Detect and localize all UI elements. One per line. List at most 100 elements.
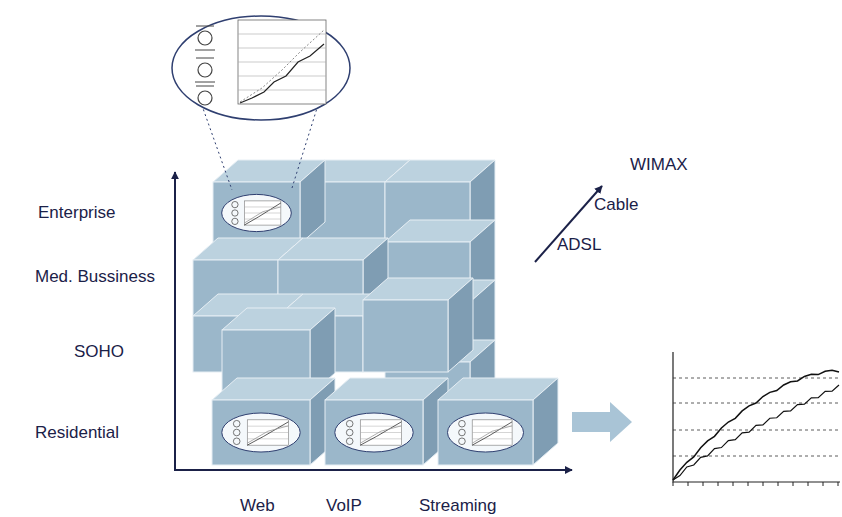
chart-tick <box>703 482 704 486</box>
tier-label: Med. Bussiness <box>35 268 155 285</box>
tier-label: SOHO <box>74 343 124 360</box>
access-label: Cable <box>594 196 638 213</box>
chart-tick <box>688 482 689 486</box>
mini-chart <box>472 420 512 445</box>
person-icon <box>196 58 214 59</box>
access-axis <box>535 186 602 262</box>
chart-grid <box>673 430 840 431</box>
mini-curve <box>472 426 512 443</box>
mini-grid <box>247 432 288 433</box>
cube <box>212 378 335 465</box>
mini-curve <box>472 422 512 445</box>
chart-grid <box>238 90 326 91</box>
cube-side <box>533 378 558 465</box>
mini-grid <box>472 432 512 433</box>
chart-tick <box>748 482 749 486</box>
chart-tick <box>838 482 839 486</box>
block-arrow <box>572 402 632 442</box>
person-icon <box>459 438 466 445</box>
y-axis <box>174 172 176 470</box>
chart-grid <box>238 48 326 49</box>
service-label: Web <box>240 497 275 514</box>
person-icon <box>198 91 212 105</box>
cube <box>385 160 495 242</box>
chart-tick <box>793 482 794 486</box>
callout <box>172 16 350 190</box>
chart-grid <box>238 34 326 35</box>
cube-front <box>325 400 423 465</box>
person-icon <box>195 82 215 83</box>
person-icon <box>346 438 353 445</box>
chart-curve <box>240 44 324 103</box>
person-icon <box>196 26 214 27</box>
person-icon <box>232 201 238 207</box>
cube-front <box>212 400 310 465</box>
chart-curve <box>673 370 839 480</box>
access-label: ADSL <box>557 236 601 253</box>
person-icon <box>233 429 240 436</box>
chart-grid <box>238 62 326 63</box>
chart-curve <box>673 385 839 480</box>
mini-chart <box>244 201 281 225</box>
mini-curve <box>244 207 281 223</box>
icon-ellipse <box>222 413 300 452</box>
cube <box>438 378 558 465</box>
person-icon <box>232 210 238 216</box>
chart-frame <box>238 20 326 104</box>
cube <box>325 378 448 465</box>
person-icon <box>459 420 466 427</box>
result-chart <box>572 352 840 486</box>
cube-front <box>438 400 533 465</box>
icon-ellipse <box>222 194 292 231</box>
chart-axes <box>673 352 840 482</box>
tier-label: Residential <box>35 424 119 441</box>
mini-curve <box>247 426 288 443</box>
leader-line <box>292 105 318 188</box>
chart-tick <box>778 482 779 486</box>
cube-front <box>363 300 448 372</box>
x-axis <box>174 469 572 471</box>
person-icon <box>195 50 215 51</box>
chart-tick <box>733 482 734 486</box>
chart-tick <box>823 482 824 486</box>
mini-curve <box>244 203 281 225</box>
access-label: WIMAX <box>630 156 688 173</box>
chart-grid <box>673 378 840 379</box>
mini-curve <box>247 422 288 445</box>
service-label: VoIP <box>326 497 362 514</box>
person-icon <box>346 429 353 436</box>
cube-side <box>448 278 473 372</box>
mini-chart <box>247 420 288 445</box>
chart-tick <box>808 482 809 486</box>
mini-curve <box>360 426 401 443</box>
chart-tick <box>763 482 764 486</box>
chart-tick <box>718 482 719 486</box>
cube <box>363 278 473 372</box>
cube-side <box>300 160 325 244</box>
chart-grid <box>238 76 326 77</box>
person-icon <box>198 31 212 45</box>
mini-grid <box>244 213 281 214</box>
mini-grid <box>360 432 401 433</box>
cube-grid <box>193 160 558 465</box>
person-icon <box>346 420 353 427</box>
callout-ellipse <box>172 16 350 120</box>
icon-ellipse <box>335 413 413 452</box>
cube-front <box>213 182 300 244</box>
chart-tick <box>673 482 674 486</box>
person-icon <box>233 420 240 427</box>
icon-ellipse <box>448 413 524 452</box>
person-icon <box>196 86 214 87</box>
mini-curve <box>360 422 401 445</box>
service-label: Streaming <box>419 497 496 514</box>
person-icon <box>233 438 240 445</box>
person-icon <box>232 218 238 224</box>
chart-curve <box>240 30 324 102</box>
tier-label: Enterprise <box>38 204 115 221</box>
mini-chart <box>360 420 401 445</box>
cube <box>213 160 325 244</box>
chart-grid <box>673 456 840 457</box>
person-icon <box>198 63 212 77</box>
